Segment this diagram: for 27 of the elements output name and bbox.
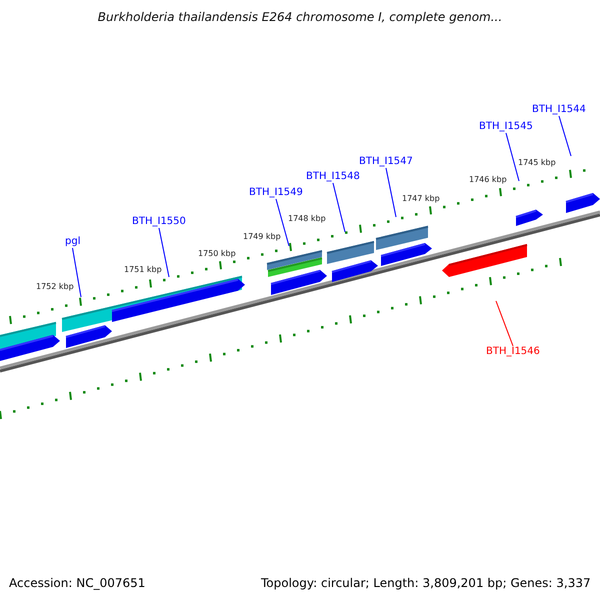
gene-label: BTH_I1546	[486, 346, 540, 358]
scale-label: 1750 kbp	[198, 249, 236, 259]
leader-line	[72, 248, 82, 298]
leader-line	[276, 198, 290, 246]
scale-label: 1752 kbp	[36, 282, 74, 292]
leader-line	[506, 132, 520, 182]
gene-label: BTH_I1548	[306, 171, 360, 183]
scale-label: 1751 kbp	[124, 265, 162, 275]
gene-label: BTH_I1549	[249, 187, 303, 199]
scale-label: 1746 kbp	[469, 175, 507, 185]
gene-label: pgl	[65, 236, 80, 248]
leader-line	[386, 168, 396, 218]
footer-text: Topology: circular; Length: 3,809,201 bp; Genes: 3,337	[261, 576, 591, 590]
gene-label: BTH_I1544	[532, 104, 586, 116]
leader-line	[332, 182, 346, 232]
leader-line	[158, 228, 170, 278]
scale-label: 1748 kbp	[288, 214, 326, 224]
gene-label: BTH_I1547	[359, 156, 413, 168]
leader-line	[496, 300, 514, 346]
scale-label: 1747 kbp	[402, 194, 440, 204]
map-title: Burkholderia thailandensis E264 chromosome I, complete genom...	[96, 10, 504, 24]
scale-label: 1749 kbp	[243, 232, 281, 242]
footer-text: Accession: NC_007651	[9, 576, 146, 590]
scale-label: 1745 kbp	[518, 158, 556, 168]
leader-line	[558, 116, 572, 156]
gene-label: BTH_I1545	[479, 121, 533, 133]
gene-label: BTH_I1550	[132, 216, 186, 228]
